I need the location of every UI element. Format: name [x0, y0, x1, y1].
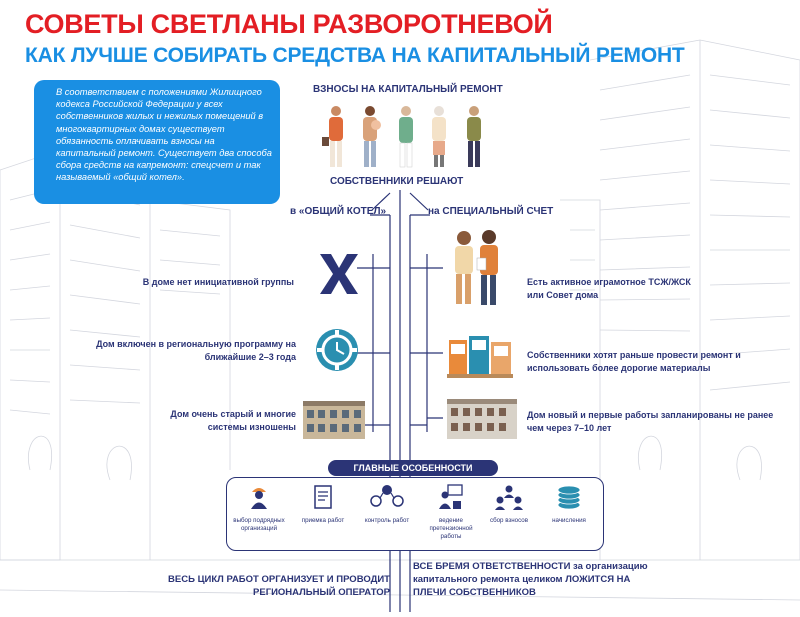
materials-icon [447, 336, 513, 378]
feature-label: приемка работ [301, 517, 345, 524]
feature-label: ведение претензионной работы [429, 517, 473, 540]
right-item-2-label: Собственники хотят раньше провести ремон… [527, 350, 741, 373]
feature-item: ведение претензионной работы [421, 484, 481, 541]
intro-box: В соответствием с положениями Жилищного … [34, 80, 280, 204]
old-building-icon [303, 401, 365, 439]
left-item-2-label: Дом включен в региональную программу на … [96, 339, 296, 362]
clock-gear-icon [316, 329, 358, 371]
left-item-1-label: В доме нет инициативной группы [142, 277, 294, 287]
feature-label: выбор подрядных организаций [233, 517, 285, 532]
new-building-icon [447, 399, 517, 439]
contributions-title: ВЗНОСЫ НА КАПИТАЛЬНЫЙ РЕМОНТ [313, 84, 503, 95]
coins-icon [557, 485, 581, 510]
intro-text: В соответствием с положениями Жилищного … [56, 87, 272, 183]
bottom-right-text: ВСЕ БРЕМЯ ОТВЕТСТВЕННОСТИ за организацию… [413, 561, 648, 598]
features-title: ГЛАВНЫЕ ОСОБЕННОСТИ [328, 460, 498, 476]
features-box: выбор подрядных организаций приемка рабо… [226, 477, 604, 551]
money-cycle-icon [370, 485, 404, 507]
team-icon [495, 485, 523, 510]
feature-label: контроль работ [364, 517, 410, 524]
owners-people-icon [322, 106, 481, 168]
worker-icon [251, 488, 267, 509]
feature-item: сбор взносов [479, 484, 539, 525]
feature-item: начисления [539, 484, 599, 525]
feature-item: контроль работ [357, 484, 417, 525]
left-branch-title: в «ОБЩИЙ КОТЕЛ» [290, 206, 387, 217]
people-pair-icon [455, 230, 498, 305]
feature-item: приемка работ [293, 484, 353, 525]
owners-decide-label: СОБСТВЕННИКИ РЕШАЮТ [330, 176, 464, 187]
left-item-3-label: Дом очень старый и многие системы изноше… [170, 409, 296, 432]
document-icon [314, 485, 332, 509]
feature-item: выбор подрядных организаций [229, 484, 289, 533]
right-branch-title: на СПЕЦИАЛЬНЫЙ СЧЕТ [428, 206, 554, 217]
right-item-3-label: Дом новый и первые работы запланированы … [527, 410, 774, 433]
feature-label: сбор взносов [489, 517, 529, 524]
page-subtitle: КАК ЛУЧШЕ СОБИРАТЬ СРЕДСТВА НА КАПИТАЛЬН… [25, 44, 685, 67]
presenter-icon [439, 484, 463, 509]
feature-label: начисления [552, 517, 586, 524]
page-title: СОВЕТЫ СВЕТЛАНЫ РАЗВОРОТНЕВОЙ [25, 9, 553, 39]
cross-icon [320, 254, 358, 294]
bottom-left-text: ВЕСЬ ЦИКЛ РАБОТ ОРГАНИЗУЕТ И ПРОВОДИТ РЕ… [168, 574, 390, 598]
right-item-1-label: Есть активное играмотное ТСЖ/ЖСК или Сов… [527, 277, 691, 300]
